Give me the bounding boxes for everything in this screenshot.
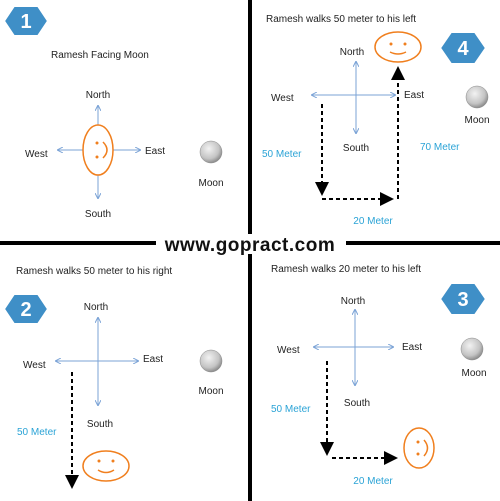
north-label: North bbox=[84, 302, 108, 313]
compass: North South East West bbox=[271, 47, 424, 154]
distance-label: 70 Meter bbox=[420, 142, 460, 153]
svg-text:4: 4 bbox=[457, 38, 469, 60]
moon-label: Moon bbox=[464, 115, 489, 126]
east-label: East bbox=[402, 342, 422, 353]
south-label: South bbox=[344, 398, 370, 409]
panel-title: Ramesh walks 50 meter to his right bbox=[16, 266, 172, 277]
moon-label: Moon bbox=[198, 386, 223, 397]
panel-title: Ramesh Facing Moon bbox=[51, 50, 149, 61]
south-label: South bbox=[85, 209, 111, 220]
west-label: West bbox=[25, 149, 48, 160]
distance-label: 20 Meter bbox=[353, 216, 393, 227]
step-badge-2: 2 bbox=[2, 293, 50, 325]
moon-label: Moon bbox=[461, 368, 486, 379]
east-label: East bbox=[143, 354, 163, 365]
east-label: East bbox=[145, 146, 165, 157]
west-label: West bbox=[271, 93, 294, 104]
ramesh-face-icon bbox=[374, 31, 422, 63]
west-label: West bbox=[277, 345, 300, 356]
north-label: North bbox=[86, 90, 110, 101]
vertical-divider-top bbox=[248, 0, 252, 234]
moon-label: Moon bbox=[198, 178, 223, 189]
ramesh-face-icon bbox=[82, 450, 130, 482]
step-badge-1: 1 bbox=[2, 5, 50, 37]
east-label: East bbox=[404, 90, 424, 101]
walk-path bbox=[315, 66, 405, 206]
distance-label: 50 Meter bbox=[271, 404, 311, 415]
moon-icon bbox=[199, 349, 223, 373]
distance-label: 50 Meter bbox=[262, 149, 302, 160]
ramesh-face-icon bbox=[82, 124, 114, 176]
distance-label: 20 Meter bbox=[353, 476, 393, 487]
svg-text:3: 3 bbox=[457, 289, 468, 311]
west-label: West bbox=[23, 360, 46, 371]
moon-icon bbox=[199, 140, 223, 164]
horizontal-divider-right bbox=[346, 241, 500, 245]
distance-label: 50 Meter bbox=[17, 427, 57, 438]
panel-4: Ramesh walks 50 meter to his left 4 Nort… bbox=[262, 14, 490, 227]
site-watermark: www.gopract.com bbox=[164, 235, 335, 256]
compass: North South East West bbox=[23, 302, 163, 430]
compass: North South East West bbox=[277, 296, 422, 409]
panel-2: Ramesh walks 50 meter to his right 2 Nor… bbox=[2, 266, 224, 489]
moon-icon bbox=[460, 337, 484, 361]
panel-1: 1 Ramesh Facing Moon North South East We… bbox=[2, 5, 224, 220]
south-label: South bbox=[343, 143, 369, 154]
panel-title: Ramesh walks 50 meter to his left bbox=[266, 14, 416, 25]
north-label: North bbox=[341, 296, 365, 307]
ramesh-face-icon bbox=[403, 427, 435, 469]
step-badge-3: 3 bbox=[438, 282, 488, 316]
moon-icon bbox=[465, 85, 489, 109]
vertical-divider-bottom bbox=[248, 254, 252, 501]
south-label: South bbox=[87, 419, 113, 430]
step-badge-4: 4 bbox=[438, 31, 488, 65]
north-label: North bbox=[340, 47, 364, 58]
svg-text:2: 2 bbox=[20, 299, 31, 321]
panel-title: Ramesh walks 20 meter to his left bbox=[271, 264, 421, 275]
walk-path bbox=[320, 361, 398, 465]
horizontal-divider-left bbox=[0, 241, 156, 245]
panel-3: Ramesh walks 20 meter to his left 3 Nort… bbox=[271, 264, 488, 487]
svg-text:1: 1 bbox=[20, 11, 31, 33]
